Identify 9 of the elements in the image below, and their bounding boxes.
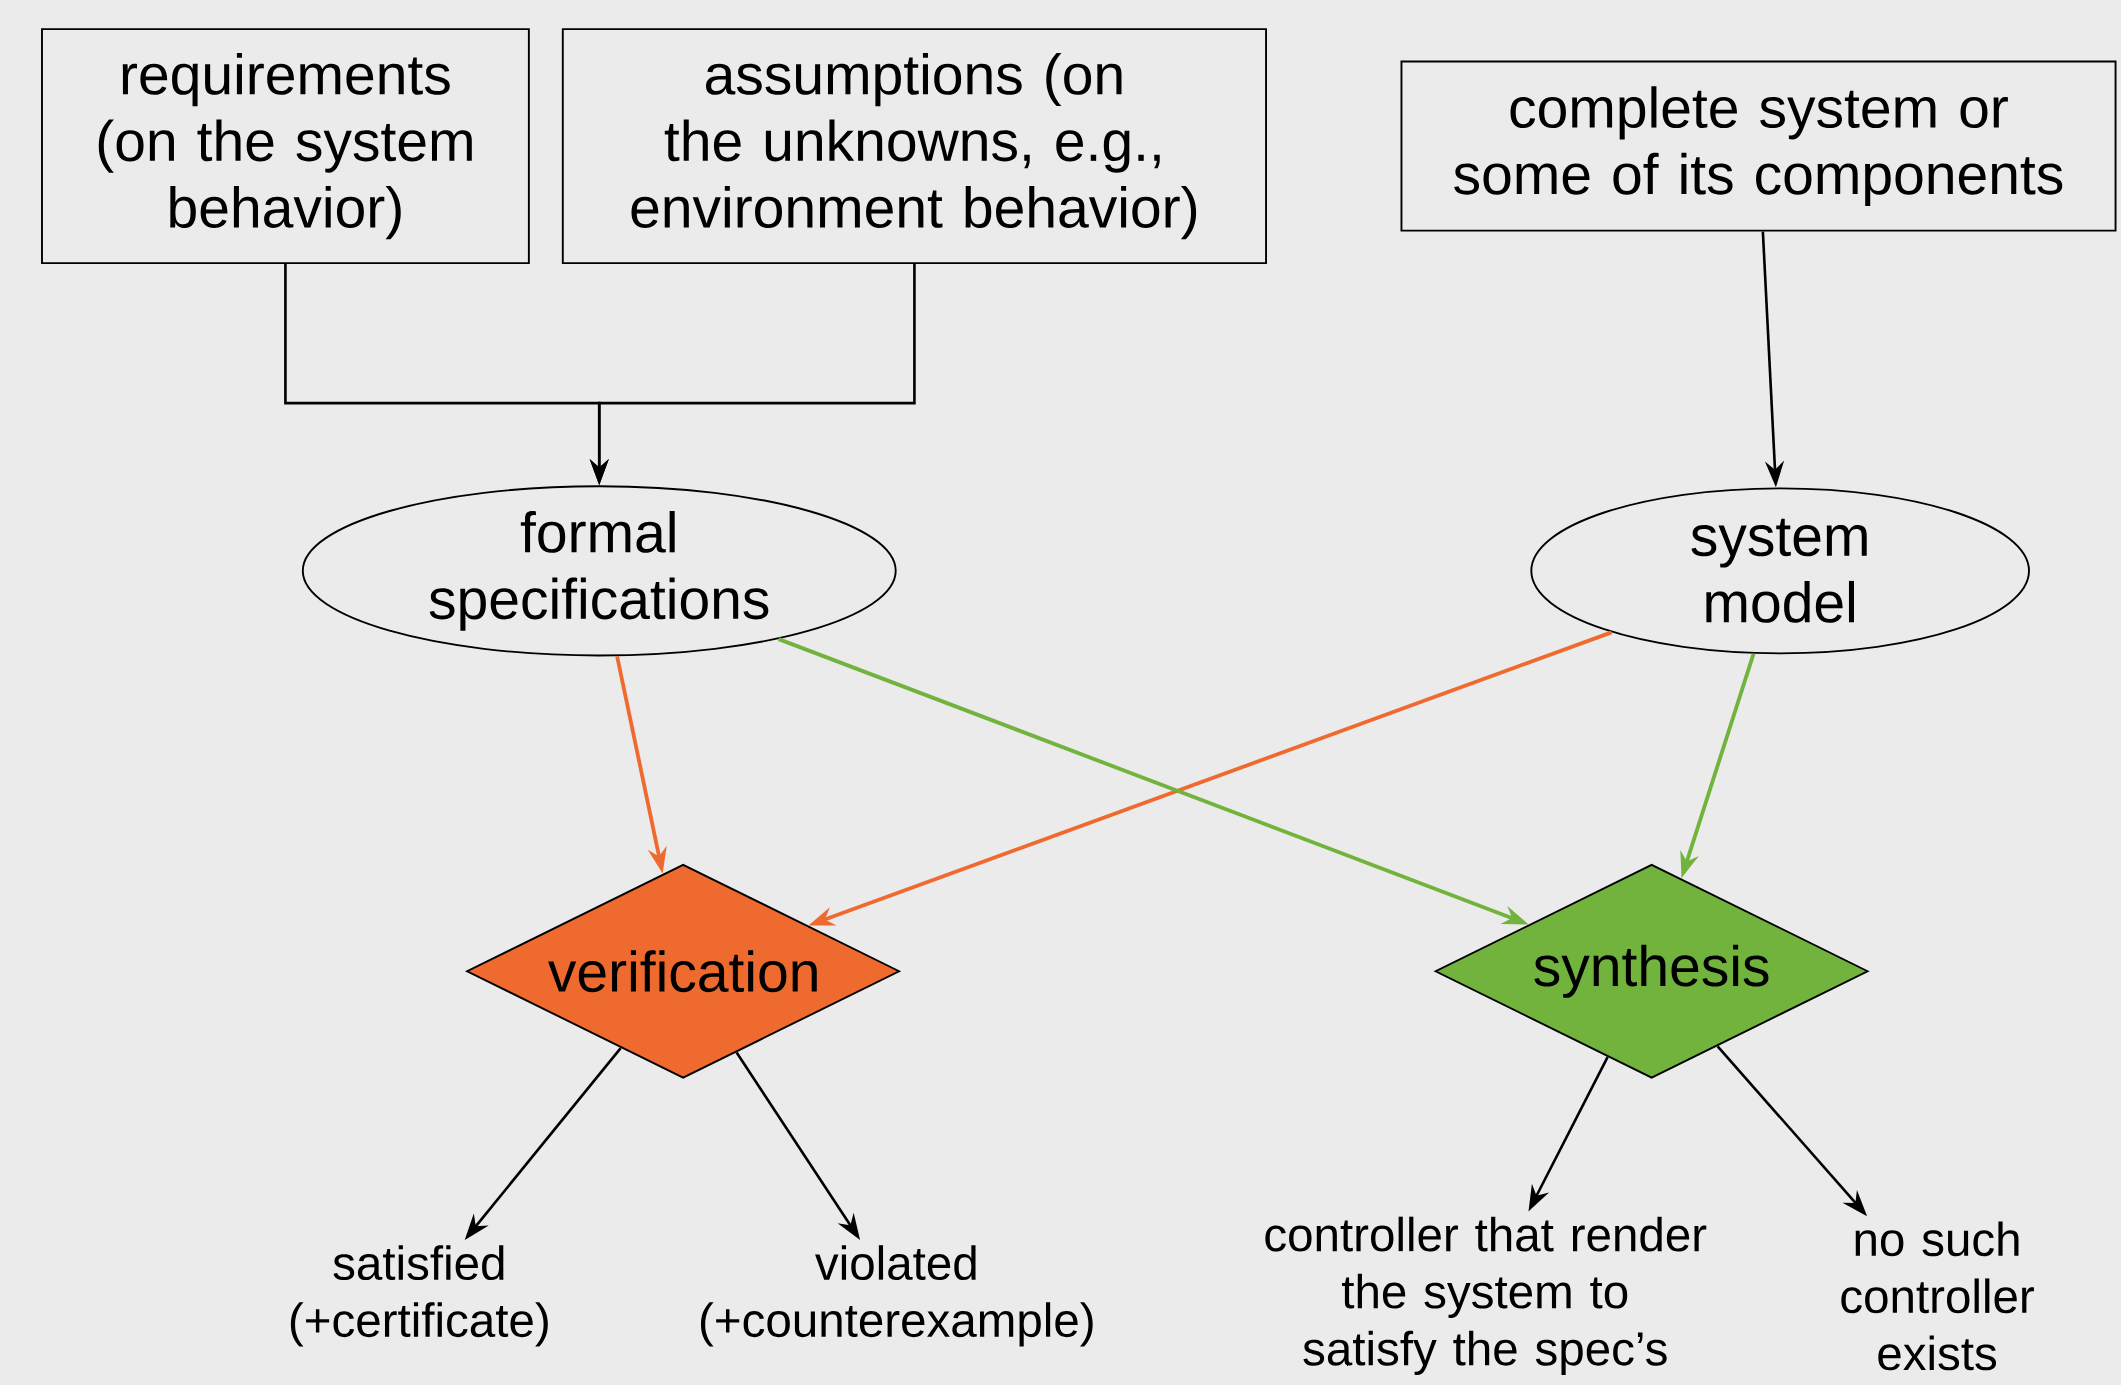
ellipse-node: formal specifications (301, 485, 897, 657)
outcome-text: violated (+counterexample) (700, 1245, 1093, 1347)
outcome-text: satisfied (+certificate) (290, 1245, 548, 1347)
text-box: requirements (on the system behavior) (41, 28, 530, 264)
text-box: assumptions (on the unknowns, e.g., environment behavior) (561, 28, 1267, 264)
outcome-text: no such controller exists (1841, 1221, 2034, 1371)
ellipse-node: system model (1530, 487, 2030, 655)
text-box: complete system or some of its components (1400, 60, 2117, 232)
outcome-text: controller that render the system to satisfy the spec’s (1265, 1216, 1707, 1375)
